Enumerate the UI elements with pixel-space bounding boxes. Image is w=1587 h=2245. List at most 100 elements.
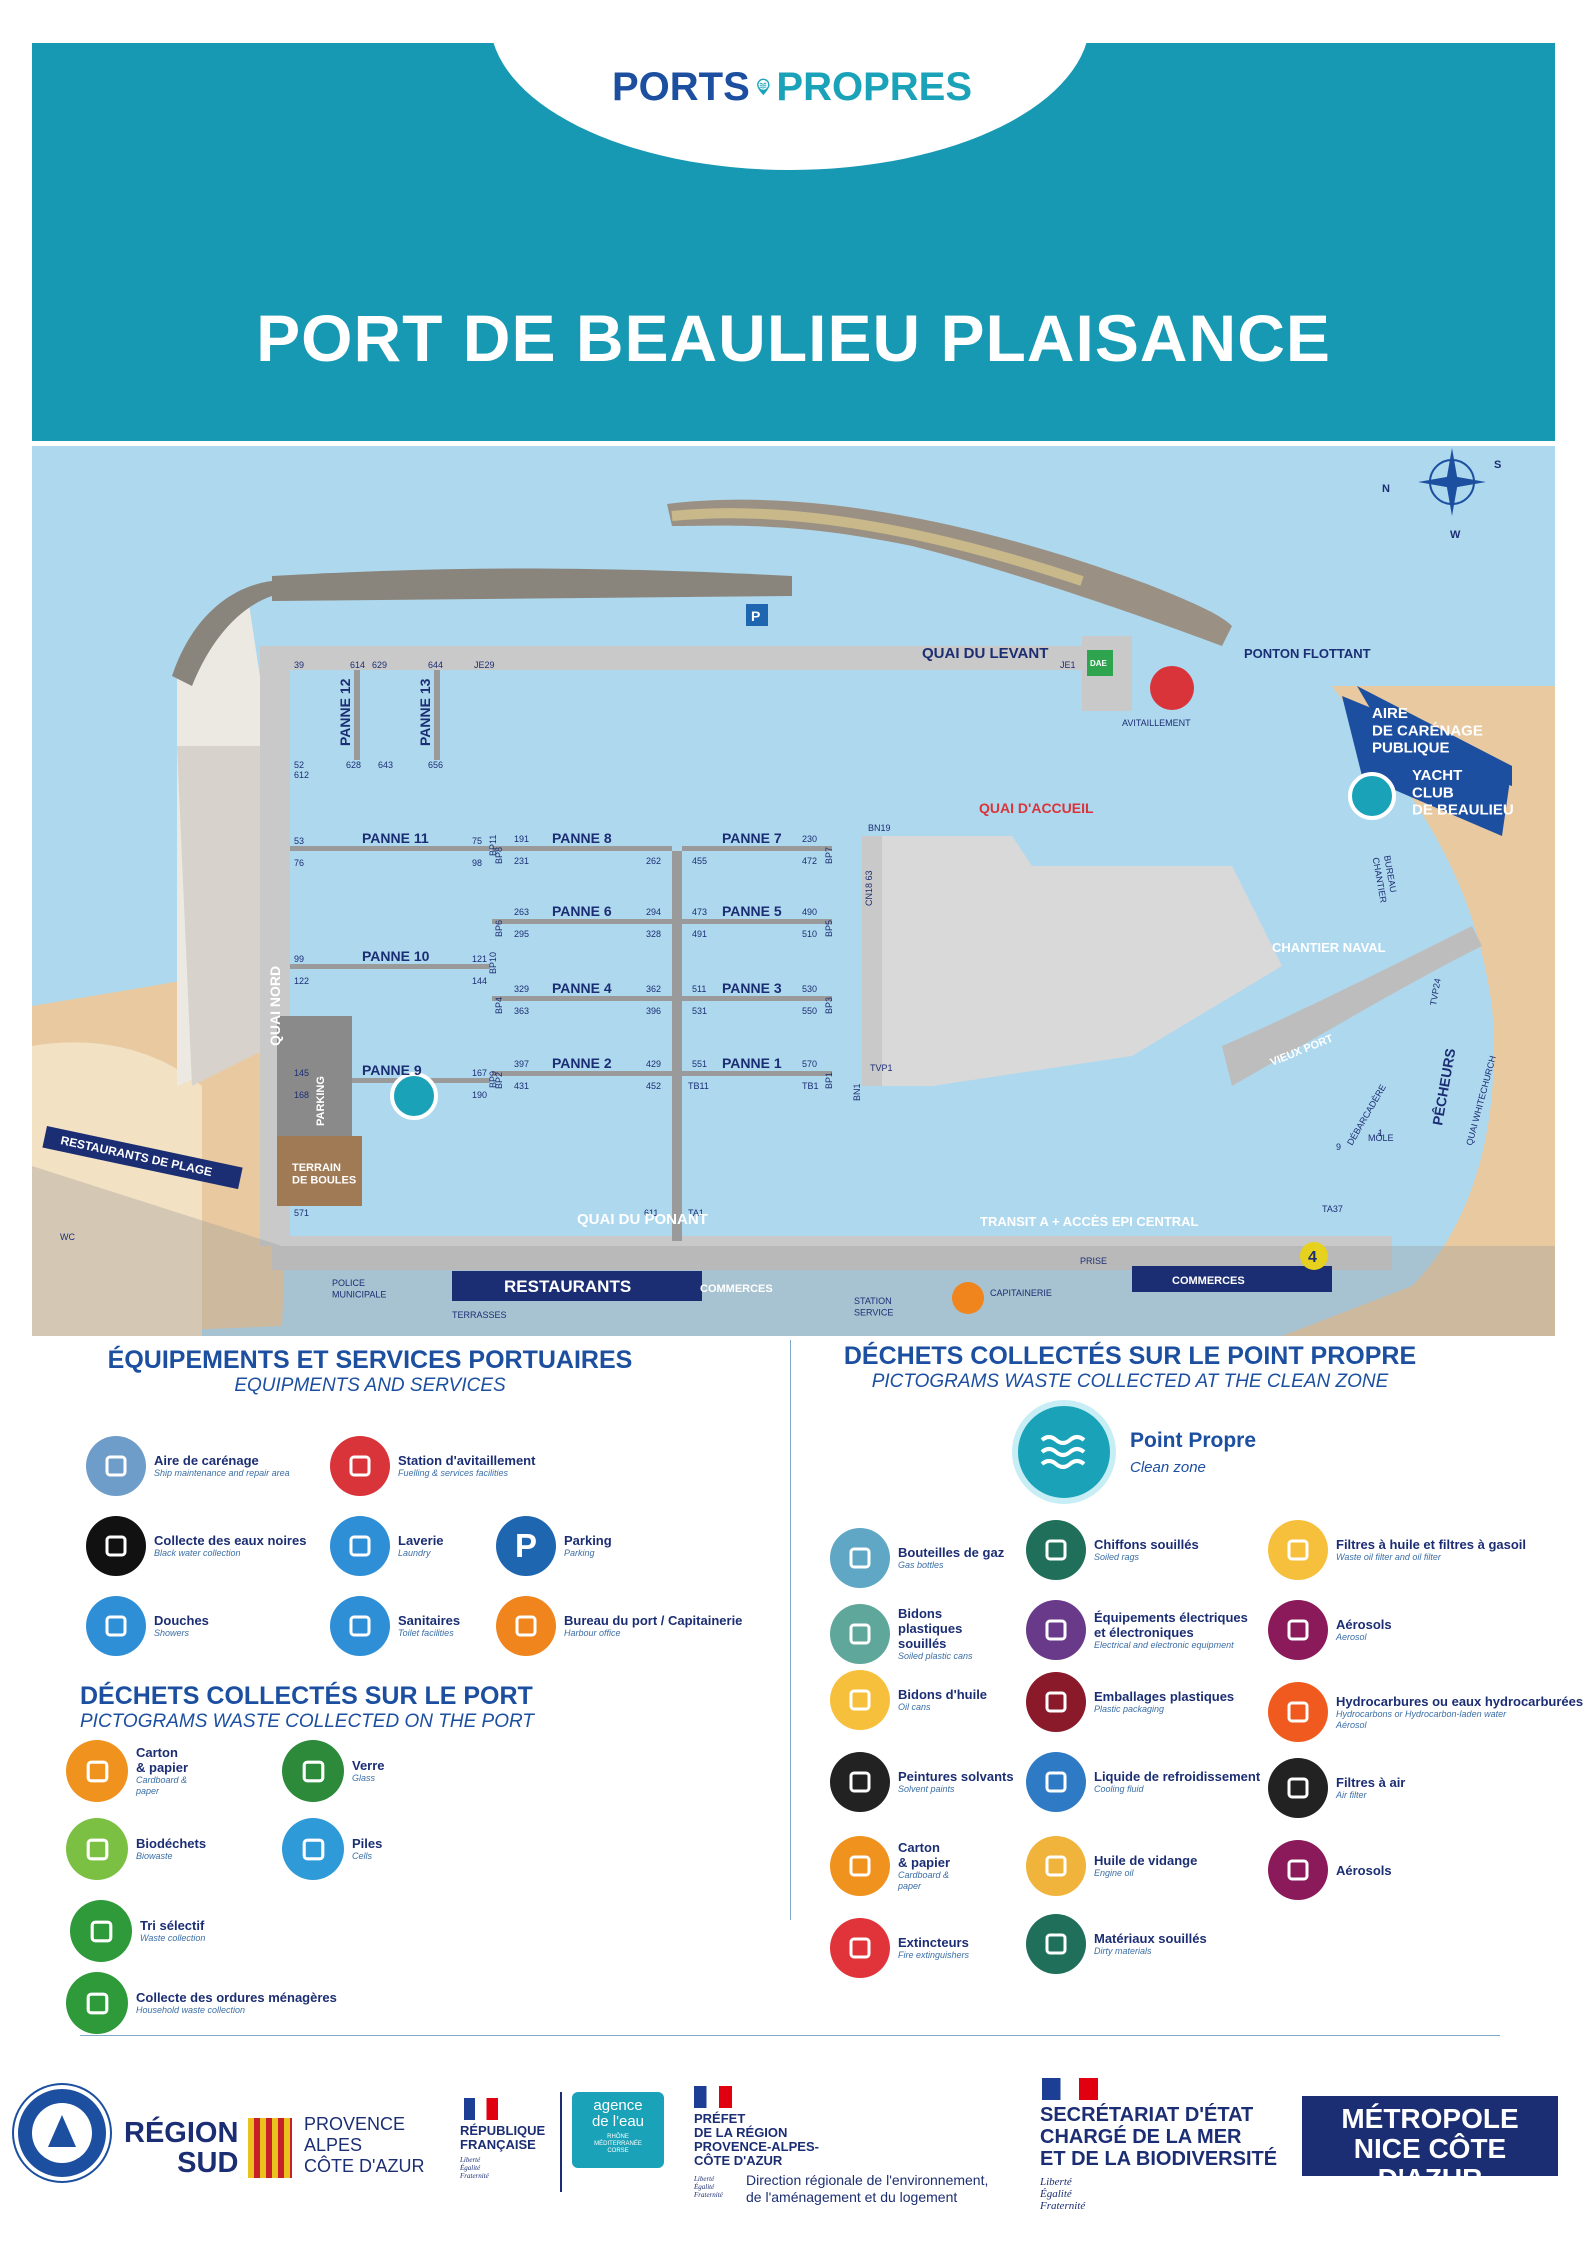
berth-bp2: BP2 bbox=[494, 1072, 504, 1089]
legend-item-label: Bidons plastiques souillés bbox=[898, 1606, 963, 1651]
berth-396: 396 bbox=[646, 1006, 661, 1016]
legend-item-label: Aire de carénage bbox=[154, 1453, 259, 1468]
electronics-icon bbox=[1026, 1600, 1086, 1660]
berth-98: 98 bbox=[472, 858, 482, 868]
apple-core-icon bbox=[66, 1818, 128, 1880]
label-panne-7: PANNE 7 bbox=[722, 830, 782, 846]
thermometer-icon bbox=[1026, 1752, 1086, 1812]
pontoon-1 bbox=[682, 1071, 832, 1076]
berth-431: 431 bbox=[514, 1081, 529, 1091]
point-propre-marker-west[interactable] bbox=[390, 1072, 438, 1120]
legend-item-sub: Soiled rags bbox=[1094, 1552, 1140, 1562]
pontoon-8 bbox=[492, 846, 672, 851]
legend-item-sub: Aerosol bbox=[1336, 1632, 1367, 1642]
berth-52: 52 bbox=[294, 760, 304, 770]
legend-item-label: Bouteilles de gaz bbox=[898, 1545, 1005, 1560]
legend-item-label: Peintures solvants bbox=[898, 1769, 1014, 1784]
legend-item-label: Filtres à air bbox=[1336, 1775, 1406, 1790]
point-propre-icon bbox=[1012, 1400, 1116, 1504]
legend-item-sub: Soiled plastic cans bbox=[898, 1651, 973, 1661]
berth-75: 75 bbox=[472, 836, 482, 846]
french-flag-icon bbox=[464, 2098, 498, 2120]
restaurants-plage-bar bbox=[42, 1125, 243, 1190]
legend-item-label: Laverie bbox=[398, 1533, 444, 1548]
glass-bottle-icon bbox=[282, 1740, 344, 1802]
fuel-station-icon[interactable] bbox=[1150, 666, 1194, 710]
agence-eau-text: agence de l'eau bbox=[591, 2097, 645, 2130]
pontoon-4 bbox=[492, 996, 672, 1001]
republique-text: RÉPUBLIQUE FRANÇAISE bbox=[460, 2123, 546, 2152]
berth-168: 168 bbox=[294, 1090, 309, 1100]
capitainerie-marker-icon[interactable] bbox=[952, 1282, 984, 1314]
ports-propres-logo: PORTS PROPRES bbox=[612, 52, 972, 122]
point-propre-marker-east[interactable] bbox=[1348, 772, 1396, 820]
legend-item-label: Équipements électriques et électroniques bbox=[1094, 1609, 1248, 1640]
terrain-boules bbox=[277, 1136, 362, 1206]
union-ports-seal bbox=[14, 2085, 110, 2181]
legend-item-sub: Glass bbox=[352, 1773, 376, 1783]
pontoon-10 bbox=[290, 964, 490, 969]
legend-item-sub: Fire extinguishers bbox=[898, 1950, 970, 1960]
pontoon-3 bbox=[682, 996, 832, 1001]
berth-bp8: BP8 bbox=[494, 847, 504, 864]
pontoon-2 bbox=[492, 1071, 672, 1076]
footer-divider bbox=[80, 2035, 1500, 2036]
berth-531: 531 bbox=[692, 1006, 707, 1016]
yacht-club-area bbox=[1342, 696, 1512, 836]
port-waste-title: DÉCHETS COLLECTÉS SUR LE PORT bbox=[80, 1682, 533, 1710]
label-bureau-chantier: BUREAUCHANTIER bbox=[1371, 855, 1400, 905]
clean-waste-title: DÉCHETS COLLECTÉS SUR LE POINT PROPRE bbox=[843, 1342, 1417, 1370]
pontoon-5 bbox=[682, 919, 832, 924]
berth-bp9: BP9 bbox=[488, 1071, 498, 1088]
berth-230: 230 bbox=[802, 834, 817, 844]
berth-190: 190 bbox=[472, 1090, 487, 1100]
flame-icon bbox=[1268, 1682, 1328, 1742]
dae-marker-icon[interactable] bbox=[1087, 650, 1113, 676]
legend-item-sub: Toilet facilities bbox=[398, 1628, 454, 1638]
label-panne-4: PANNE 4 bbox=[552, 980, 612, 996]
compass-w: W bbox=[1450, 529, 1461, 541]
legend-item-label: Tri sélectif bbox=[140, 1918, 205, 1933]
label-four: 4 bbox=[1308, 1249, 1317, 1266]
berth-490: 490 bbox=[802, 907, 817, 917]
berth-614: 614 bbox=[350, 660, 365, 670]
legend-item-sub: Waste collection bbox=[140, 1933, 206, 1943]
rag-icon bbox=[1026, 1520, 1086, 1580]
legend-item-sub: Dirty materials bbox=[1094, 1946, 1152, 1956]
marker-four bbox=[1300, 1242, 1328, 1270]
label-panne-12: PANNE 12 bbox=[337, 678, 353, 746]
legend-item-sub: Harbour office bbox=[564, 1628, 621, 1638]
legend-item: Équipements électriques et électroniques… bbox=[1026, 1600, 1248, 1660]
berth-629: 629 bbox=[372, 660, 387, 670]
pontoon-9 bbox=[290, 1078, 490, 1083]
legend-item-sub: Biowaste bbox=[136, 1851, 173, 1861]
berth-472: 472 bbox=[802, 856, 817, 866]
legend-item-sub: Household waste collection bbox=[136, 2005, 246, 2015]
berth-39: 39 bbox=[294, 660, 304, 670]
harbour-map-svg: N S W AVITAILLEMENT 4 PANNE 12 PANNE 13 … bbox=[32, 448, 1555, 1336]
pontoon-11 bbox=[290, 846, 490, 851]
label-chantier-naval: CHANTIER NAVAL bbox=[1272, 940, 1386, 955]
devise-text-3: Liberté Égalité Fraternité bbox=[1040, 2176, 1086, 2212]
legend-item-label: Carton & papier bbox=[136, 1745, 189, 1775]
legend-item-label: Aérosols bbox=[1336, 1617, 1392, 1632]
dae-label: DAE bbox=[1090, 659, 1108, 668]
cardboard-icon bbox=[66, 1740, 128, 1802]
berth-571: 571 bbox=[294, 1208, 309, 1218]
berth-bp6: BP6 bbox=[494, 920, 504, 937]
parking-marker-icon[interactable] bbox=[746, 604, 768, 626]
agence-eau-logo: agence de l'eau RHÔNE MÉDITERRANÉE CORSE bbox=[572, 2092, 664, 2168]
legend-item-label: Bidons d'huile bbox=[898, 1687, 988, 1702]
